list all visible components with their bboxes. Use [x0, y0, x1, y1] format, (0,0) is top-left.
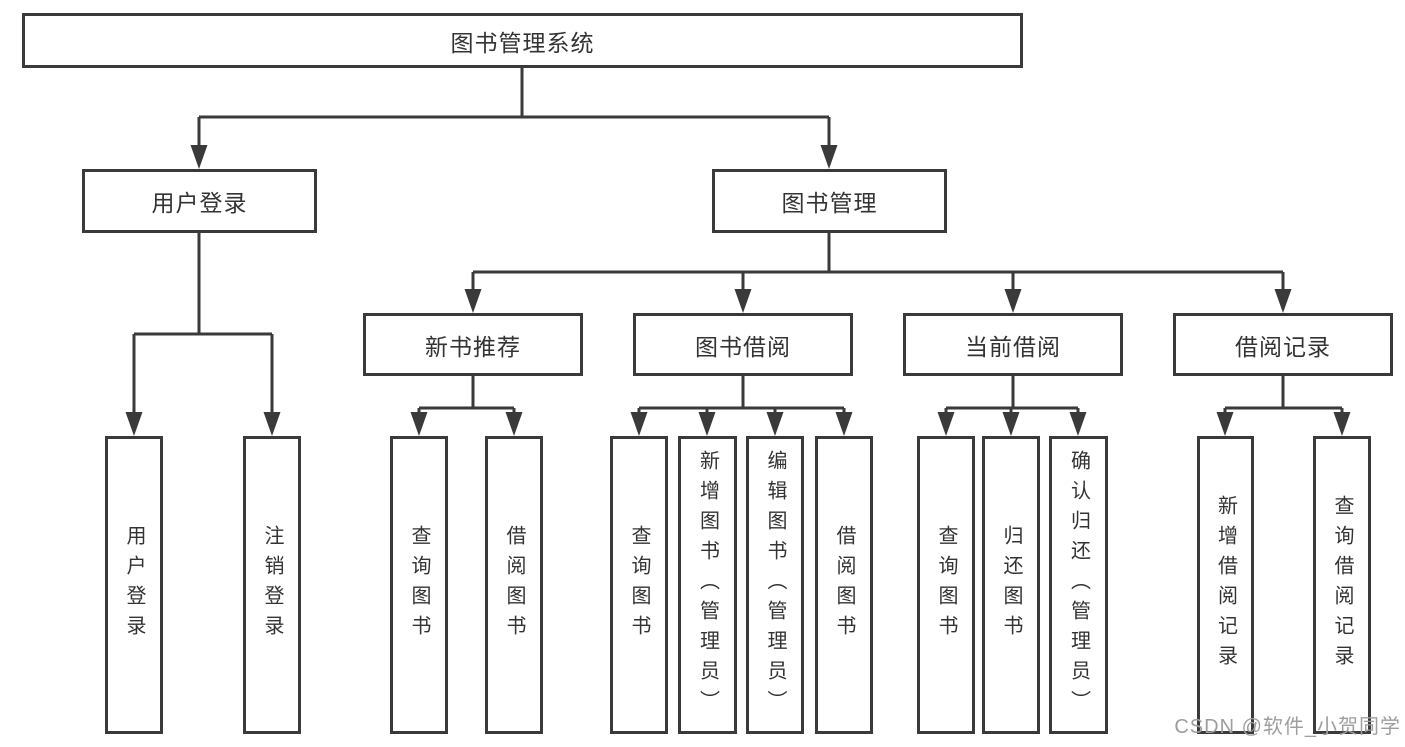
- arrowhead: [263, 412, 281, 436]
- arrowhead: [1069, 412, 1087, 436]
- leaf-query-books-recommend: 查询图书: [390, 436, 448, 734]
- leaf-label: 借阅图书: [503, 525, 525, 645]
- connector-new-book-recommend-to-leaves: [410, 376, 523, 436]
- arrowhead: [190, 145, 208, 169]
- leaf-add-borrow-record: 新增借阅记录: [1197, 436, 1254, 734]
- arrowhead: [505, 412, 523, 436]
- leaf-label: 用户登录: [123, 525, 145, 645]
- node-current-borrow: 当前借阅: [903, 313, 1123, 376]
- arrowhead: [1002, 412, 1020, 436]
- node-user-login: 用户登录: [82, 169, 317, 233]
- arrowhead: [937, 412, 955, 436]
- connector-root-to-level2: [190, 68, 838, 169]
- leaf-logout: 注销登录: [243, 436, 301, 734]
- node-label: 图书管理: [781, 190, 878, 216]
- leaf-label: 新增图书（管理员）: [696, 450, 719, 720]
- leaf-label: 确认归还（管理员）: [1067, 450, 1090, 720]
- node-label: 图书管理系统: [450, 29, 595, 56]
- arrowhead: [1333, 412, 1351, 436]
- leaf-label: 查询图书: [628, 525, 650, 645]
- connector-book-management-to-level3: [464, 233, 1292, 313]
- leaf-label: 查询借阅记录: [1331, 495, 1353, 675]
- arrowhead: [125, 412, 143, 436]
- node-label: 用户登录: [151, 190, 248, 216]
- leaf-label: 借阅图书: [833, 525, 855, 645]
- connector-user-login-to-leaves: [125, 233, 281, 436]
- node-book-borrow: 图书借阅: [633, 313, 853, 376]
- leaf-edit-books-admin: 编辑图书（管理员）: [746, 436, 804, 734]
- arrowhead: [464, 289, 482, 313]
- leaf-user-login: 用户登录: [105, 436, 163, 734]
- arrowhead: [630, 412, 648, 436]
- leaf-label: 归还图书: [1000, 525, 1022, 645]
- node-new-book-recommend: 新书推荐: [363, 313, 583, 376]
- leaf-query-books-borrow: 查询图书: [610, 436, 668, 734]
- arrowhead: [766, 412, 784, 436]
- leaf-label: 查询图书: [935, 525, 957, 645]
- leaf-label: 编辑图书（管理员）: [764, 450, 786, 720]
- connector-book-borrow-to-leaves: [630, 376, 853, 436]
- connector-borrow-records-to-leaves: [1216, 376, 1351, 436]
- csdn-watermark: CSDN @软件_小贺同学: [1174, 716, 1401, 738]
- node-book-management: 图书管理: [712, 169, 947, 233]
- node-library-management-system: 图书管理系统: [22, 13, 1023, 68]
- leaf-add-books-admin: 新增图书（管理员）: [678, 436, 737, 734]
- arrowhead: [820, 145, 838, 169]
- arrowhead: [1004, 289, 1022, 313]
- node-label: 当前借阅: [965, 333, 1061, 360]
- leaf-return-books: 归还图书: [982, 436, 1040, 734]
- node-label: 新书推荐: [425, 333, 521, 360]
- leaf-query-books-current: 查询图书: [917, 436, 975, 734]
- leaf-label: 注销登录: [261, 525, 283, 645]
- arrowhead: [1274, 289, 1292, 313]
- arrowhead: [734, 289, 752, 313]
- node-label: 借阅记录: [1235, 333, 1331, 360]
- node-borrow-records: 借阅记录: [1173, 313, 1393, 376]
- arrowhead: [410, 412, 428, 436]
- leaf-borrow-books-recommend: 借阅图书: [485, 436, 543, 734]
- leaf-label: 查询图书: [408, 525, 430, 645]
- leaf-confirm-return-admin: 确认归还（管理员）: [1049, 436, 1108, 734]
- arrowhead: [1216, 412, 1234, 436]
- leaf-label: 新增借阅记录: [1214, 495, 1237, 675]
- arrowhead: [698, 412, 716, 436]
- connector-current-borrow-to-leaves: [937, 376, 1087, 436]
- leaf-borrow-books: 借阅图书: [815, 436, 873, 734]
- leaf-query-borrow-record: 查询借阅记录: [1313, 436, 1371, 734]
- node-label: 图书借阅: [695, 333, 791, 360]
- arrowhead: [835, 412, 853, 436]
